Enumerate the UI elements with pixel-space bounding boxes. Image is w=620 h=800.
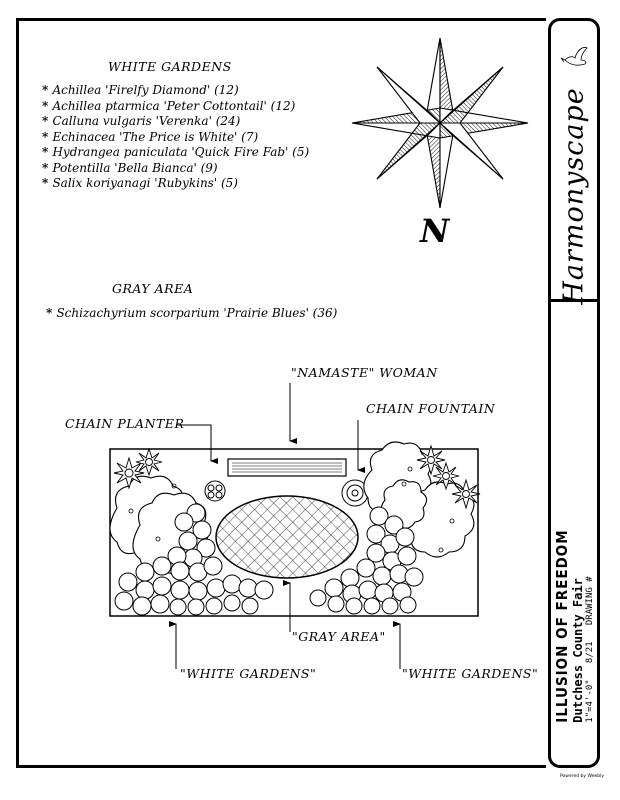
white-gardens-left-label: "WHITE GARDENS" bbox=[180, 666, 317, 681]
title-block: Harmonyscape ILLUSION OF FREEDOM Dutches… bbox=[548, 18, 600, 768]
footer-credit: Powered by Weebly bbox=[560, 774, 605, 779]
list-item: Achillea ptarmica 'Peter Cottontail' (12… bbox=[42, 99, 309, 115]
list-item: Hydrangea paniculata 'Quick Fire Fab' (5… bbox=[42, 145, 309, 161]
drawing-frame bbox=[16, 18, 546, 768]
title-block-divider bbox=[551, 299, 597, 302]
project-block: ILLUSION OF FREEDOM Dutchess County Fair… bbox=[548, 491, 600, 761]
gray-area-heading: GRAY AREA bbox=[112, 281, 194, 296]
north-label: N bbox=[420, 212, 450, 250]
gray-area-plant-list: Schizachyrium scorparium 'Prairie Blues'… bbox=[46, 306, 337, 322]
project-subtitle: Dutchess County Fair bbox=[571, 578, 585, 723]
list-item: Echinacea 'The Price is White' (7) bbox=[42, 130, 309, 146]
chain-fountain-label: CHAIN FOUNTAIN bbox=[366, 401, 496, 416]
white-gardens-right-label: "WHITE GARDENS" bbox=[402, 666, 539, 681]
list-item: Calluna vulgaris 'Verenka' (24) bbox=[42, 114, 309, 130]
gray-area-label: "GRAY AREA" bbox=[292, 629, 386, 644]
list-item: Salix koriyanagi 'Rubykins' (5) bbox=[42, 176, 309, 192]
date-text: 8/21 bbox=[585, 641, 595, 664]
chain-planter-label: CHAIN PLANTER bbox=[65, 416, 185, 431]
brand-name: Harmonyscape bbox=[558, 87, 590, 305]
brand-block: Harmonyscape bbox=[548, 87, 600, 304]
white-gardens-heading: WHITE GARDENS bbox=[108, 59, 232, 74]
list-item: Potentilla 'Bella Bianca' (9) bbox=[42, 161, 309, 177]
white-gardens-plant-list: Achillea 'Firelfy Diamond' (12) Achillea… bbox=[42, 83, 309, 192]
scale-text: 1"=4'-0" bbox=[585, 679, 595, 723]
list-item: Schizachyrium scorparium 'Prairie Blues'… bbox=[46, 306, 337, 322]
project-title: ILLUSION OF FREEDOM bbox=[553, 529, 571, 723]
drawing-number: DRAWING # bbox=[585, 576, 595, 626]
list-item: Achillea 'Firelfy Diamond' (12) bbox=[42, 83, 309, 99]
namaste-woman-label: "NAMASTE" WOMAN bbox=[291, 365, 438, 380]
